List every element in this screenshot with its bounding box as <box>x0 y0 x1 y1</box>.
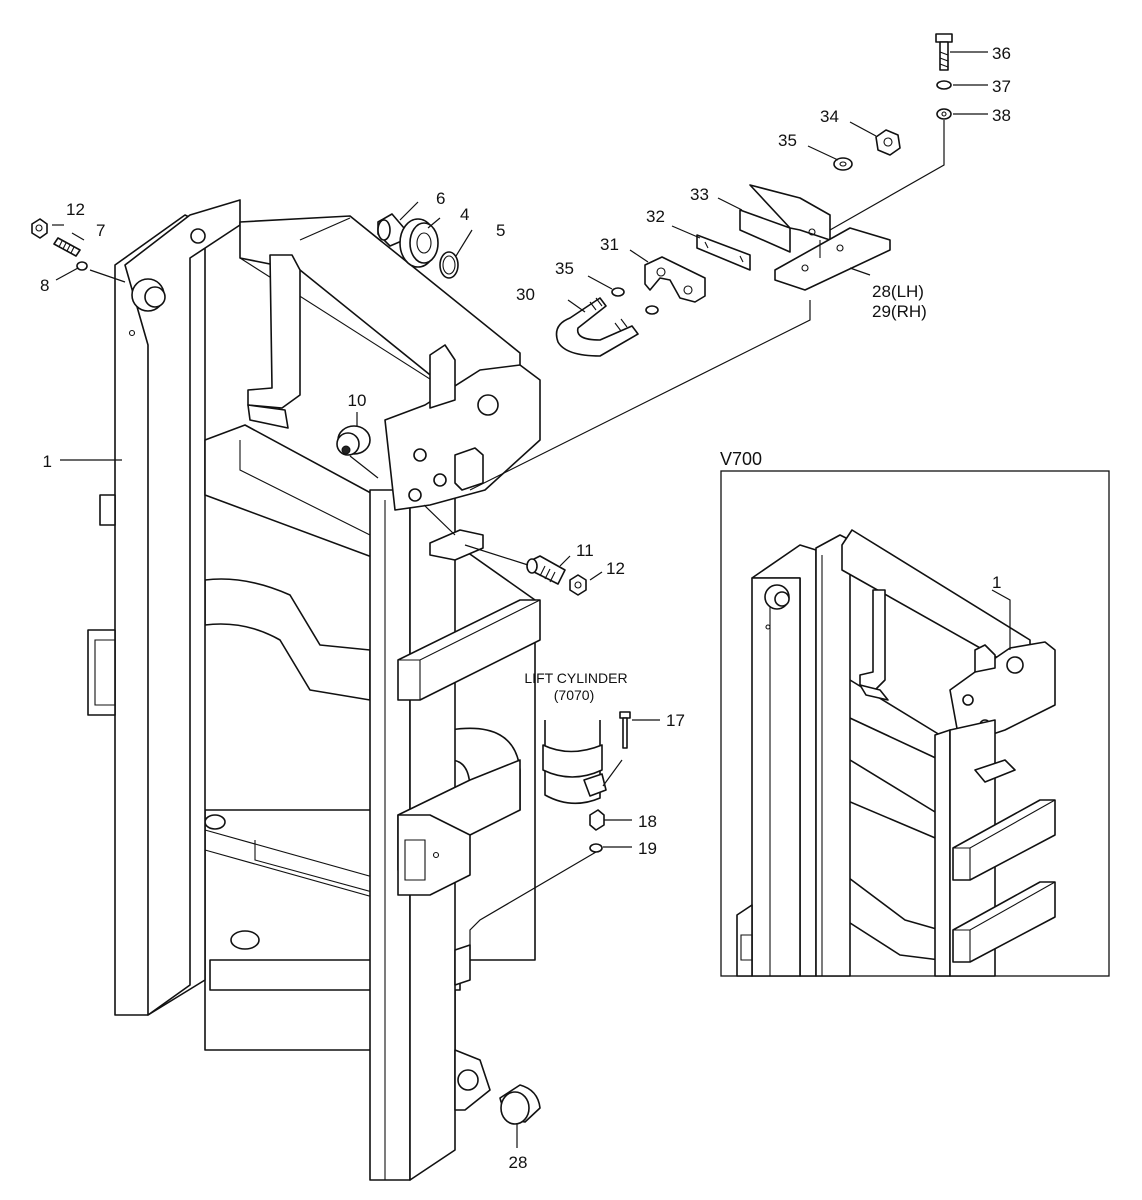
callout-19: 19 <box>638 839 657 858</box>
callout-35-lower: 35 <box>555 259 574 278</box>
part-12-nut-right <box>569 574 587 596</box>
part-12-nut-top <box>31 218 48 239</box>
callout-29-rh: 29(RH) <box>872 302 927 321</box>
inset-title: V700 <box>720 449 762 469</box>
callout-6: 6 <box>436 189 445 208</box>
callout-10: 10 <box>348 391 367 410</box>
callout-30: 30 <box>516 285 535 304</box>
part-35-washers <box>611 287 659 315</box>
callout-labels: 1 12 7 8 6 4 5 10 11 12 30 35 31 32 33 3… <box>40 44 1011 1172</box>
outer-mast-assembly <box>87 199 541 1181</box>
part-33-bracket <box>739 184 831 253</box>
part-28-29-base-plate <box>774 227 891 291</box>
part-32-plate <box>696 234 751 271</box>
callout-36: 36 <box>992 44 1011 63</box>
callout-32: 32 <box>646 207 665 226</box>
callout-8: 8 <box>40 276 49 295</box>
callout-31: 31 <box>600 235 619 254</box>
part-5-snap-ring <box>439 251 459 279</box>
part-38-washer <box>936 108 952 120</box>
callout-37: 37 <box>992 77 1011 96</box>
part-31-clamp <box>644 256 706 303</box>
leader-lines <box>52 51 988 1148</box>
callout-18: 18 <box>638 812 657 831</box>
part-30-u-bolt <box>555 297 639 357</box>
callout-4: 4 <box>460 205 469 224</box>
part-34-nut <box>875 129 901 156</box>
v700-inset: V700 <box>720 449 1110 977</box>
callout-12-right: 12 <box>606 559 625 578</box>
callout-11: 11 <box>576 541 594 560</box>
lift-cylinder <box>542 711 631 853</box>
part-10-roller <box>336 425 371 456</box>
part-7-screw <box>53 237 81 257</box>
lift-cylinder-number: (7070) <box>554 687 594 703</box>
lift-cylinder-label: LIFT CYLINDER <box>524 670 627 686</box>
callout-1: 1 <box>43 452 52 471</box>
part-36-bolt <box>935 33 953 71</box>
callout-17: 17 <box>666 711 685 730</box>
part-35-washer-upper <box>833 157 853 171</box>
part-11-bolt <box>526 555 566 585</box>
part-8-washer <box>76 261 88 271</box>
part-37-washer <box>936 80 952 90</box>
callout-35-upper: 35 <box>778 131 797 150</box>
inset-callout-1: 1 <box>992 573 1001 592</box>
callout-38: 38 <box>992 106 1011 125</box>
callout-12-top: 12 <box>66 200 85 219</box>
part-28-lower-roller <box>499 1084 541 1125</box>
callout-28-lh: 28(LH) <box>872 282 924 301</box>
callout-33: 33 <box>690 185 709 204</box>
callout-5: 5 <box>496 221 505 240</box>
callout-7: 7 <box>96 221 105 240</box>
part-6-spacer <box>377 213 405 247</box>
inset-mast <box>736 529 1056 977</box>
callout-28-roller: 28 <box>509 1153 528 1172</box>
part-4-bearing <box>399 218 439 268</box>
callout-34: 34 <box>820 107 839 126</box>
